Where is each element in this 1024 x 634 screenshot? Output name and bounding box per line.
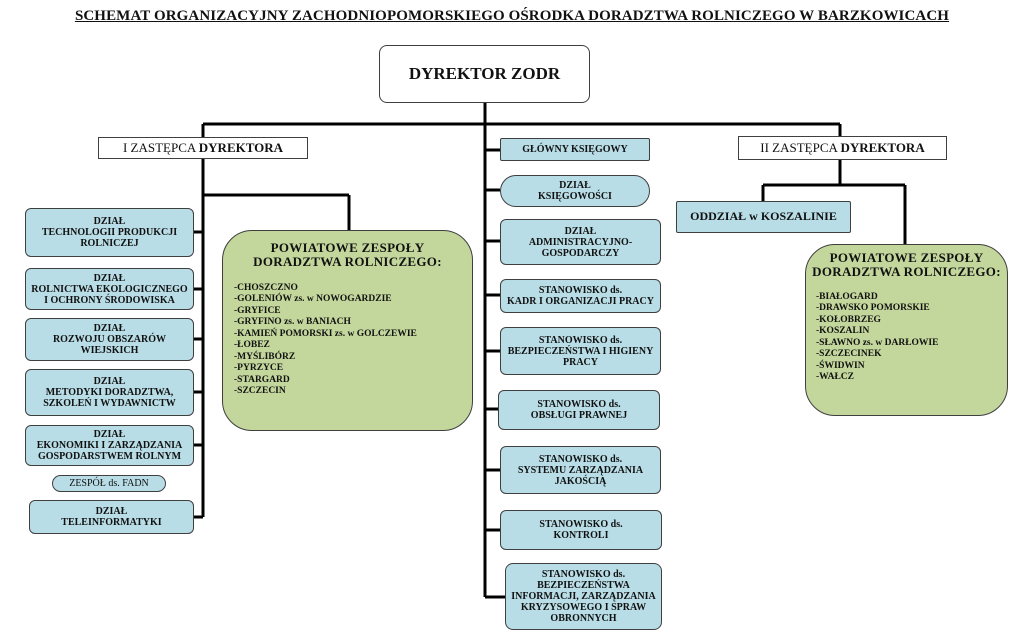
list-item: -CHOSZCZNO [234, 282, 298, 293]
list-item: -WAŁCZ [816, 372, 855, 383]
post-obslugi-prawnej: STANOWISKO ds. OBSŁUGI PRAWNEJ [498, 390, 660, 430]
dept-rolnictwa-ekologicznego: DZIAŁ ROLNICTWA EKOLOGICZNEGO I OCHRONY … [25, 268, 194, 310]
branch-koszalin: ODDZIAŁ w KOSZALINIE [676, 201, 851, 233]
chart-title: SCHEMAT ORGANIZACYJNY ZACHODNIOPOMORSKIE… [74, 8, 950, 24]
dept-technologii: DZIAŁ TECHNOLOGII PRODUKCJI ROLNICZEJ [25, 208, 194, 257]
list-item: -SZCZECINEK [816, 349, 882, 360]
list-item: -KOSZALIN [816, 326, 870, 337]
chief-accountant: GŁÓWNY KSIĘGOWY [500, 138, 650, 161]
dept-rozwoju-obszarow: DZIAŁ ROZWOJU OBSZARÓW WIEJSKICH [25, 318, 194, 361]
director-box: DYREKTOR ZODR [379, 45, 590, 103]
post-bhp: STANOWISKO ds. BEZPIECZEŃSTWA I HIGIENY … [500, 327, 661, 375]
list-item: -PYRZYCE [234, 363, 284, 374]
dept-administracyjny: DZIAŁ ADMINISTRACYJNO- GOSPODARCZY [500, 219, 661, 265]
post-systemu-jakosci: STANOWISKO ds. SYSTEMU ZARZĄDZANIA JAKOŚ… [500, 446, 661, 494]
team-fadn: ZESPÓŁ ds. FADN [52, 475, 166, 492]
list-item: -GRYFINO zs. w BANIACH [234, 317, 351, 328]
list-item: -STARGARD [234, 374, 290, 385]
deputy1-label: I ZASTĘPCA DYREKTORA [122, 139, 284, 155]
deputy1-box: I ZASTĘPCA DYREKTORA [98, 137, 308, 159]
list-item: -ŚWIDWIN [816, 360, 865, 371]
list-item: -MYŚLIBÓRZ [234, 351, 296, 362]
director-label: DYREKTOR ZODR [408, 63, 561, 83]
deputy2-label: II ZASTĘPCA DYREKTORA [760, 139, 925, 155]
powiat-teams-left: POWIATOWE ZESPOŁY DORADZTWA ROLNICZEGO: … [222, 230, 473, 431]
dept-ekonomiki: DZIAŁ EKONOMIKI I ZARZĄDZANIA GOSPODARST… [25, 425, 194, 466]
deputy2-box: II ZASTĘPCA DYREKTORA [738, 136, 947, 160]
powiat-teams-right-title: POWIATOWE ZESPOŁY DORADZTWA ROLNICZEGO: [812, 250, 1001, 280]
powiat-teams-right-list: -BIAŁOGARD -DRAWSKO POMORSKIE -KOŁOBRZEG… [816, 292, 938, 384]
dept-teleinformatyki: DZIAŁ TELEINFORMATYKI [29, 500, 194, 534]
list-item: -DRAWSKO POMORSKIE [816, 303, 930, 314]
list-item: -SZCZECIN [234, 386, 286, 397]
post-bezpieczenstwa-informacji: STANOWISKO ds. BEZPIECZEŃSTWA INFORMACJI… [505, 563, 662, 630]
powiat-teams-right: POWIATOWE ZESPOŁY DORADZTWA ROLNICZEGO: … [805, 244, 1008, 416]
list-item: -ŁOBEZ [234, 340, 270, 351]
list-item: -KOŁOBRZEG [816, 314, 881, 325]
dept-metodyki: DZIAŁ METODYKI DORADZTWA, SZKOLEŃ I WYDA… [25, 369, 194, 416]
list-item: -BIAŁOGARD [816, 291, 878, 302]
dept-ksiegowosci: DZIAŁ KSIĘGOWOŚCI [500, 175, 650, 207]
powiat-teams-left-title: POWIATOWE ZESPOŁY DORADZTWA ROLNICZEGO: [253, 240, 442, 270]
post-kadr: STANOWISKO ds. KADR I ORGANIZACJI PRACY [500, 279, 661, 313]
list-item: -GOLENIÓW zs. w NOWOGARDZIE [234, 294, 392, 305]
list-item: -SŁAWNO zs. w DARŁOWIE [816, 337, 939, 348]
powiat-teams-left-list: -CHOSZCZNO -GOLENIÓW zs. w NOWOGARDZIE -… [234, 283, 417, 398]
list-item: -GRYFICE [234, 305, 281, 316]
post-kontroli: STANOWISKO ds. KONTROLI [500, 510, 662, 550]
list-item: -KAMIEŃ POMORSKI zs. w GOLCZEWIE [234, 328, 417, 339]
